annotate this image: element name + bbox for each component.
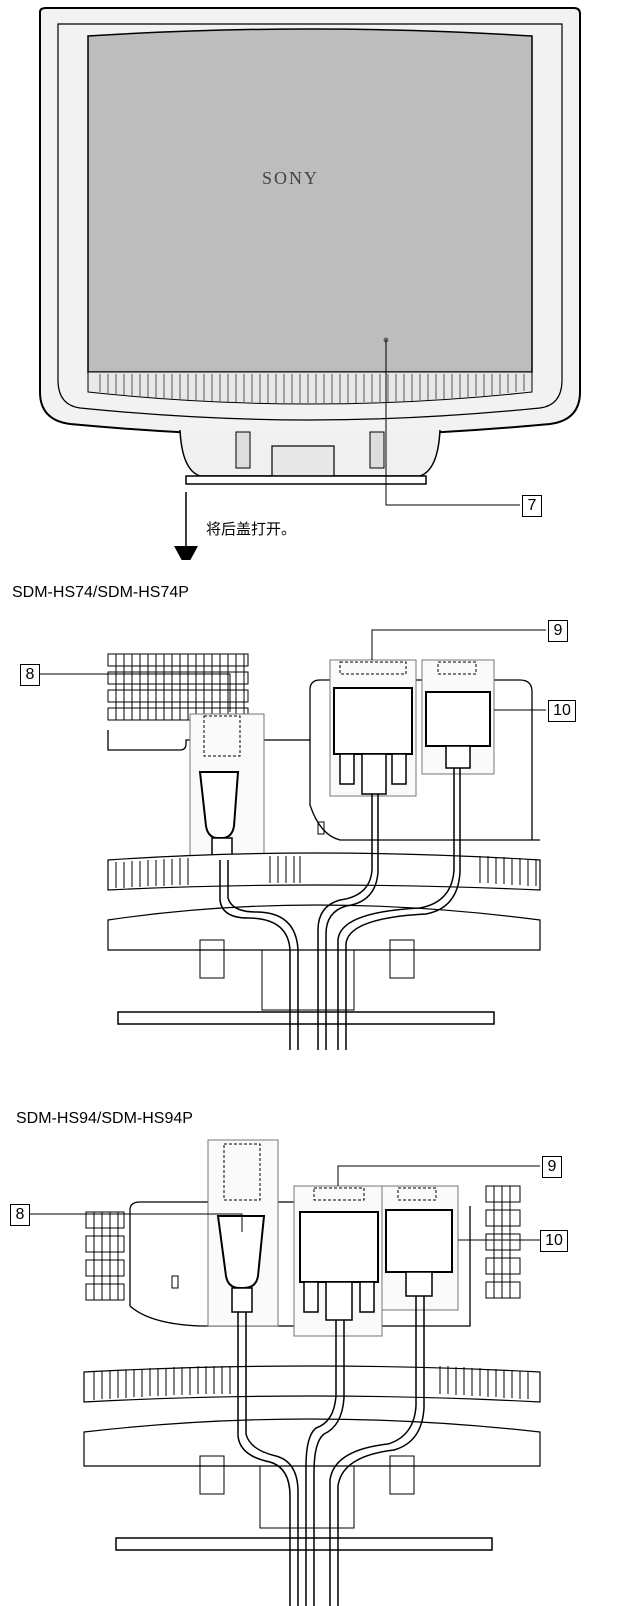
callout-9-hs94: 9 <box>542 1156 562 1178</box>
down-arrow-icon <box>174 546 198 560</box>
section2-heading: SDM-HS94/SDM-HS94P <box>16 1110 193 1127</box>
callout-10-hs94: 10 <box>540 1230 568 1252</box>
section1-heading: SDM-HS74/SDM-HS74P <box>12 584 189 601</box>
stand-base-hs94 <box>115 1537 493 1551</box>
vent-strip <box>87 371 533 405</box>
callout-9-hs74: 9 <box>548 620 568 642</box>
callout-10-hs74: 10 <box>548 700 576 722</box>
instruction-text: 将后盖打开。 <box>206 520 297 538</box>
connectors-illustration-hs94 <box>28 1139 541 1606</box>
rear-cover <box>87 28 533 373</box>
brand-logo: SONY <box>262 168 320 188</box>
monitor-rear-illustration <box>39 7 581 560</box>
connectors-illustration-hs74 <box>40 629 546 1050</box>
callout-8-hs94: 8 <box>10 1204 30 1226</box>
stand-base <box>185 475 427 485</box>
stand-base-hs74 <box>117 1011 495 1025</box>
callout-7: 7 <box>522 495 542 517</box>
callout-8-hs74: 8 <box>20 664 40 686</box>
